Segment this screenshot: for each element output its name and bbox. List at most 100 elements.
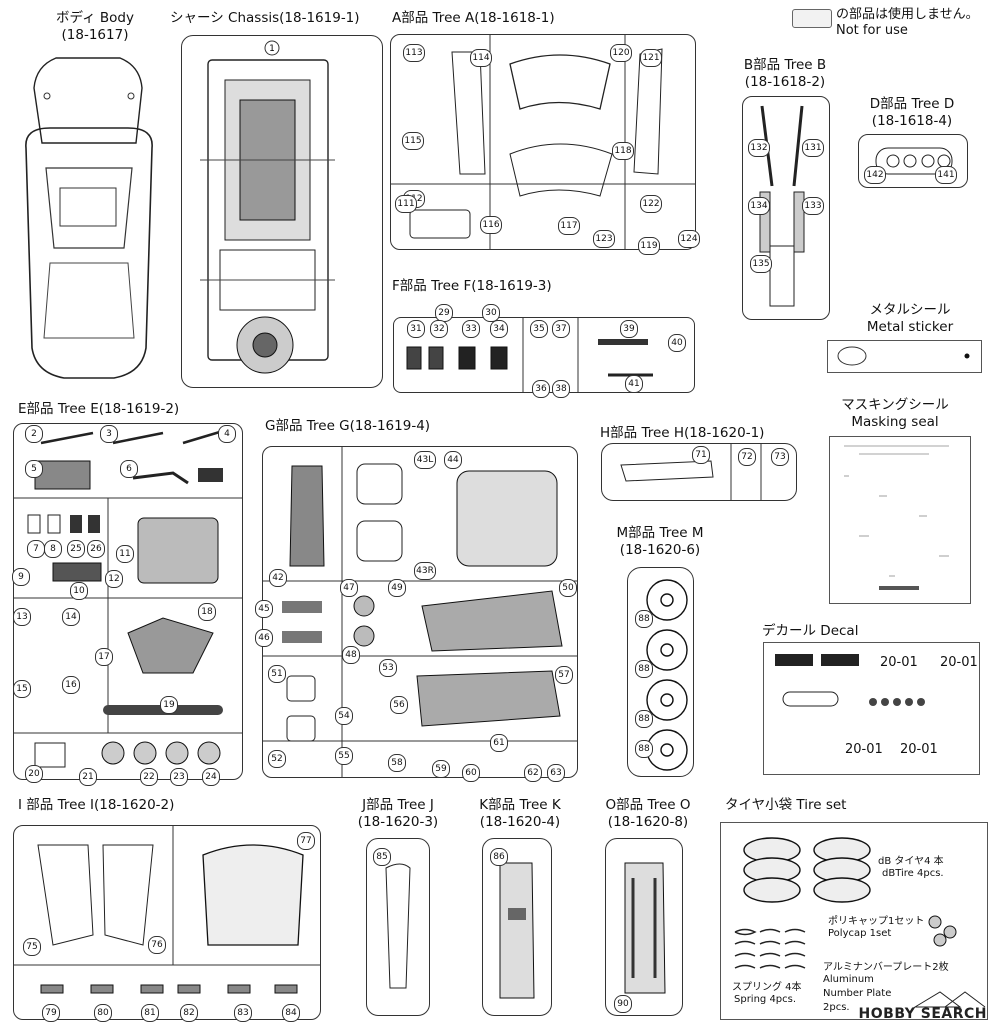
tree-h-drawing [620,443,762,501]
chassis-label: シャーシ Chassis(18-1619-1) [170,10,360,26]
part-number-g: 54 [335,707,353,725]
part-number-f: 31 [407,320,425,338]
tree-m-drawing [646,579,688,771]
part-number-e: 17 [95,648,113,666]
decal-sheet [763,642,980,775]
part-number-e: 7 [27,540,45,558]
tree-g-drawing [262,446,578,778]
part-number-i: 79 [42,1004,60,1022]
part-number-e: 5 [25,460,43,478]
part-number-g: 50 [559,579,577,597]
part-number-e: 16 [62,676,80,694]
part-number-m: 88 [635,740,653,758]
tree-h-label: H部品 Tree H(18-1620-1) [600,425,765,441]
part-number-e: 25 [67,540,85,558]
part-number-f: 32 [430,320,448,338]
tree-i-drawing [13,825,321,994]
part-number-e: 9 [12,568,30,586]
part-number-m: 88 [635,610,653,628]
part-number-i: 76 [148,936,166,954]
tree-g-label: G部品 Tree G(18-1619-4) [265,418,431,434]
tire-set-box [720,822,988,1020]
part-number-i: 82 [180,1004,198,1022]
part-number-g: 44 [444,451,462,469]
part-number-i: 81 [141,1004,159,1022]
part-number-e: 2 [25,425,43,443]
part-number-e: 15 [13,680,31,698]
part-number-e: 24 [202,768,220,786]
part-number-h: 72 [738,448,756,466]
part-number-g: 56 [390,696,408,714]
tree-k-label: K部品 Tree K (18-1620-4) [479,797,561,830]
tree-b-label: B部品 Tree B (18-1618-2) [743,57,827,90]
decal-drawing [775,654,925,707]
plate-en-3: 2pcs. [823,1002,850,1013]
part-number-e: 26 [87,540,105,558]
tree-o-label: O部品 Tree O (18-1620-8) [605,797,691,830]
part-number-m: 88 [635,710,653,728]
part-number-a: 116 [480,216,502,234]
part-number-f: 34 [490,320,508,338]
tree-e-drawing [13,429,243,768]
tire-set-label: タイヤ小袋 Tire set [725,797,847,813]
part-number-f: 35 [530,320,548,338]
part-number-a: 122 [640,195,662,213]
decal-plate-3: 20-01 [845,742,883,757]
watermark: HOBBY SEARCH [858,1006,987,1022]
part-number-e: 3 [100,425,118,443]
part-number-g: 46 [255,629,273,647]
part-number-a: 120 [610,44,632,62]
part-number-o: 90 [614,995,632,1013]
metal-sticker-sheet [827,340,982,373]
part-number-g: 42 [269,569,287,587]
part-number-a: 123 [593,230,615,248]
tree-j-frame [366,838,430,1016]
tree-o-drawing [624,862,666,994]
part-number-a: 114 [470,49,492,67]
part-number-g: 48 [342,646,360,664]
part-number-i: 84 [282,1004,300,1022]
polycap-jp: ポリキャップ1セット [828,916,925,927]
part-number-a: 118 [612,142,634,160]
part-number-g: 43L [414,451,436,469]
part-number-b: 132 [748,139,770,157]
tree-d-label: D部品 Tree D (18-1618-4) [869,96,955,129]
plate-jp: アルミナンバープレート2枚 [823,962,949,973]
tire-jp: dB タイヤ4 本 [878,856,944,867]
part-number-e: 19 [160,696,178,714]
tree-a-frame [390,34,696,250]
part-number-g: 62 [524,764,542,782]
part-num: 1 [269,44,275,54]
part-number-g: 55 [335,747,353,765]
tree-a-label: A部品 Tree A(18-1618-1) [392,10,555,26]
body-label: ボディ Body (18-1617) [56,10,134,43]
legend-jp: の部品は使用しません。 [836,7,979,22]
part-number-e: 21 [79,768,97,786]
decal-plate-4: 20-01 [900,742,938,757]
part-number-a: 124 [678,230,700,248]
part-number-b: 134 [748,197,770,215]
masking-seal-drawing [844,445,949,590]
part-number-g: 58 [388,754,406,772]
part-number-e: 8 [44,540,62,558]
part-number-m: 88 [635,660,653,678]
decal-label: デカール Decal [762,623,859,639]
tree-f-drawing [406,317,653,393]
part-number-e: 6 [120,460,138,478]
part-number-e: 11 [116,545,134,563]
part-number-a: 115 [402,132,424,150]
part-number-i: 83 [234,1004,252,1022]
decal-plate-2: 20-01 [940,655,978,670]
part-number-f: 33 [462,320,480,338]
polycap-en: Polycap 1set [828,928,892,939]
tree-e-label: E部品 Tree E(18-1619-2) [18,401,180,417]
part-number-i: 75 [23,938,41,956]
part-number-a: 113 [403,44,425,62]
part-number-g: 51 [268,665,286,683]
part-number-f: 39 [620,320,638,338]
part-number-f: 36 [532,380,550,398]
part-number-f: 37 [552,320,570,338]
part-number-e: 14 [62,608,80,626]
